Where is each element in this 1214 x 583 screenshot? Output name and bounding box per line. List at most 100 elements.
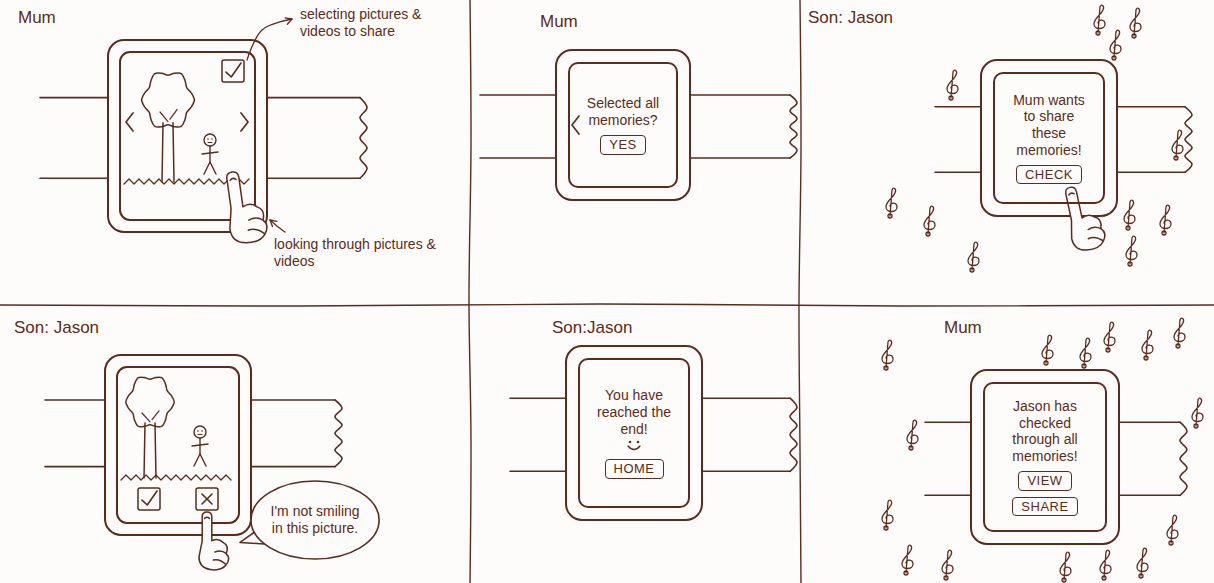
watch-screen: Selected all memories? YES	[568, 62, 678, 188]
speaker-label: Son: Jason	[14, 318, 99, 338]
cross-mark	[202, 494, 212, 504]
box-outline	[222, 60, 244, 82]
watch-screen-outline	[117, 367, 239, 523]
music-note	[1142, 330, 1153, 360]
panel-divider	[0, 304, 1214, 306]
strap-line	[45, 399, 105, 401]
music-note	[942, 550, 953, 580]
bubble-ellipse	[251, 481, 379, 559]
music-note	[1130, 8, 1141, 38]
strap-line	[690, 94, 790, 96]
figure-body	[209, 146, 210, 162]
tree-trunk	[144, 423, 145, 478]
watch-body	[105, 355, 251, 535]
strap-line	[925, 494, 971, 496]
screen-text: Selected all memories?	[582, 95, 664, 129]
smiley-mouth	[628, 446, 640, 450]
strap-line	[702, 470, 790, 472]
figure-eye	[207, 138, 209, 140]
strap-line	[267, 97, 360, 99]
music-note	[968, 242, 979, 272]
tick-mark	[226, 63, 241, 77]
tree-trunk	[173, 123, 174, 182]
watch-button: SHARE	[1012, 497, 1077, 517]
figure-eye	[201, 430, 203, 432]
figure-arms	[192, 444, 208, 446]
nav-arrow	[241, 113, 248, 131]
music-note	[1110, 30, 1121, 60]
strap-line	[1117, 106, 1185, 108]
cross-box	[196, 488, 218, 510]
callout-note: looking through pictures & videos	[274, 236, 439, 270]
pointing-hand	[199, 512, 229, 570]
watch-button: HOME	[605, 459, 664, 479]
music-note	[1060, 552, 1071, 582]
pointing-hand	[1061, 182, 1107, 253]
speaker-label: Son: Jason	[808, 8, 893, 28]
strap-line	[702, 397, 790, 399]
speaker-label: Mum	[540, 12, 578, 32]
smiley-eye	[629, 441, 632, 444]
music-note	[1160, 205, 1171, 235]
stick-figure	[202, 134, 218, 174]
strap-line	[935, 106, 981, 108]
music-note	[1042, 335, 1053, 365]
box-outline	[138, 488, 160, 510]
strap-line	[480, 157, 556, 159]
strap-line	[45, 466, 105, 468]
tree-trunk	[155, 423, 156, 478]
tree-branch	[160, 112, 168, 122]
strap-line	[510, 397, 566, 399]
figure-eye	[197, 430, 199, 432]
tree-trunk	[162, 123, 163, 182]
music-note	[1172, 130, 1183, 160]
music-note	[1104, 322, 1115, 352]
strap-line	[510, 470, 566, 472]
screen-text: VIEW	[1027, 473, 1062, 489]
screen-text: Jason has checked through all memories!	[997, 398, 1093, 465]
smart-watch	[925, 370, 1187, 544]
screen-text: You have reached the end!	[592, 387, 676, 437]
strap-line	[1119, 421, 1180, 423]
tree-branch	[152, 411, 159, 420]
smiley-eye	[637, 441, 640, 444]
smart-watch	[935, 60, 1192, 216]
music-note	[924, 206, 935, 236]
strap-line	[925, 421, 971, 423]
callout-leader-head	[270, 220, 277, 227]
tree-branch	[170, 110, 177, 120]
figure-legs	[194, 454, 206, 466]
callout-leader	[247, 19, 292, 60]
speaker-label: Son:Jason	[552, 318, 632, 338]
music-note	[1137, 548, 1148, 578]
watch-body	[566, 346, 702, 520]
tick-box	[138, 488, 160, 510]
music-note	[882, 340, 893, 370]
figure-mouth	[208, 142, 212, 143]
watch-button: YES	[600, 135, 646, 155]
strap-line	[1117, 172, 1185, 174]
screen-text: I'm not smiling in this picture.	[270, 503, 360, 537]
music-note	[907, 420, 918, 450]
strap-end	[1185, 107, 1192, 173]
music-note	[886, 188, 897, 218]
music-note	[1192, 398, 1203, 428]
figure-body	[199, 438, 200, 454]
cross-mark	[202, 494, 212, 504]
callout-leader-head	[285, 18, 292, 24]
panel-divider	[469, 0, 471, 583]
smiley-face	[622, 439, 646, 453]
box-outline	[196, 488, 218, 510]
smart-watch	[480, 50, 797, 200]
music-note	[947, 70, 958, 100]
strap-line	[935, 172, 981, 174]
tick-box	[222, 60, 244, 82]
strap-end	[360, 98, 367, 179]
callout-leader	[270, 220, 285, 232]
tree-branch	[142, 413, 150, 422]
figure-eye	[211, 138, 213, 140]
strap-line	[251, 399, 335, 401]
strap-end	[335, 400, 342, 467]
